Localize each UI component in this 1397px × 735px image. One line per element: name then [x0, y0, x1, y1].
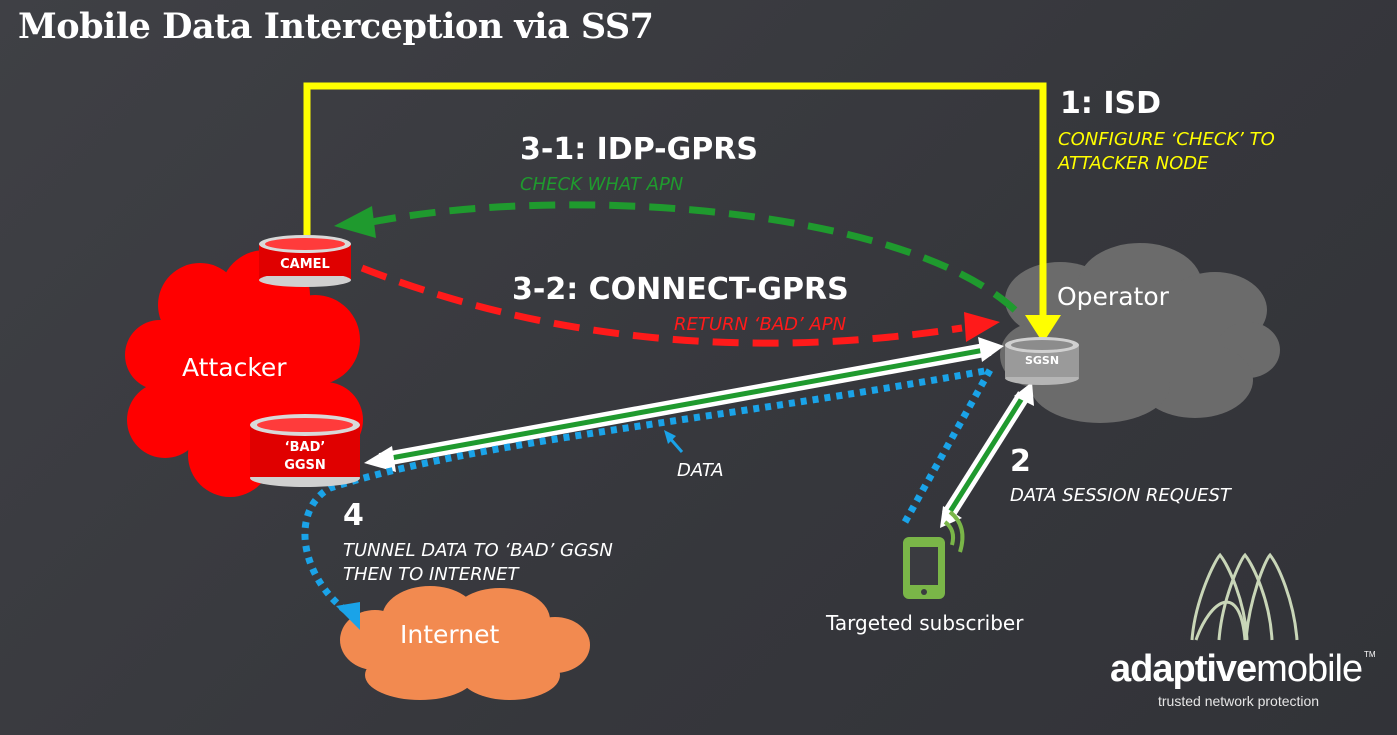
smartphone-icon [903, 510, 965, 599]
brand-wordmark-part2: mobile [1256, 648, 1363, 690]
idp-gprs-arrow [334, 201, 1018, 313]
sgsn-node [1005, 337, 1079, 385]
step-2-desc: DATA SESSION REQUEST [1010, 485, 1231, 506]
step-1-desc-line1: CONFIGURE ‘CHECK’ TO [1058, 129, 1275, 150]
brand-tagline: trusted network protection [1158, 693, 1320, 709]
step-1-title: 1: ISD [1060, 86, 1161, 121]
step-3-2-desc: RETURN ‘BAD’ APN [674, 314, 847, 335]
slide-title: Mobile Data Interception via SS7 [18, 6, 654, 47]
step-3-1-desc: CHECK WHAT APN [520, 174, 684, 195]
brand-trademark: TM [1364, 650, 1376, 659]
adaptivemobile-logo-mark [1190, 552, 1299, 641]
camel-label: CAMEL [280, 257, 330, 272]
bad-ggsn-node [250, 414, 360, 487]
step-3-2-title: 3-2: CONNECT-GPRS [512, 272, 849, 307]
bad-ggsn-label-line2: GGSN [284, 458, 326, 473]
data-tunnel-path [301, 365, 997, 630]
step-3-1-title: 3-1: IDP-GPRS [520, 132, 758, 167]
step-2-title: 2 [1010, 444, 1031, 479]
internet-label: Internet [400, 620, 500, 649]
internet-cloud [340, 586, 590, 700]
data-label: DATA [677, 460, 724, 481]
isd-arrow [303, 82, 1061, 343]
step-4-desc-line2: THEN TO INTERNET [343, 564, 519, 585]
sgsn-label: SGSN [1024, 354, 1060, 367]
bad-ggsn-label-line1: ‘BAD’ [284, 440, 326, 455]
brand-wordmark: adaptivemobile [1110, 648, 1363, 691]
targeted-subscriber-label: Targeted subscriber [826, 611, 1024, 635]
step-4-title: 4 [343, 498, 364, 533]
attacker-label: Attacker [182, 353, 287, 382]
camel-node [259, 235, 351, 287]
brand-wordmark-part1: adaptive [1110, 648, 1257, 690]
data-link-sgsn-ggsn [364, 337, 1004, 472]
data-link-phone-sgsn [940, 382, 1034, 528]
operator-label: Operator [1057, 282, 1169, 311]
connect-gprs-arrow [360, 264, 1000, 347]
step-4-desc-line1: TUNNEL DATA TO ‘BAD’ GGSN [343, 540, 613, 561]
step-1-desc-line2: ATTACKER NODE [1058, 153, 1209, 174]
